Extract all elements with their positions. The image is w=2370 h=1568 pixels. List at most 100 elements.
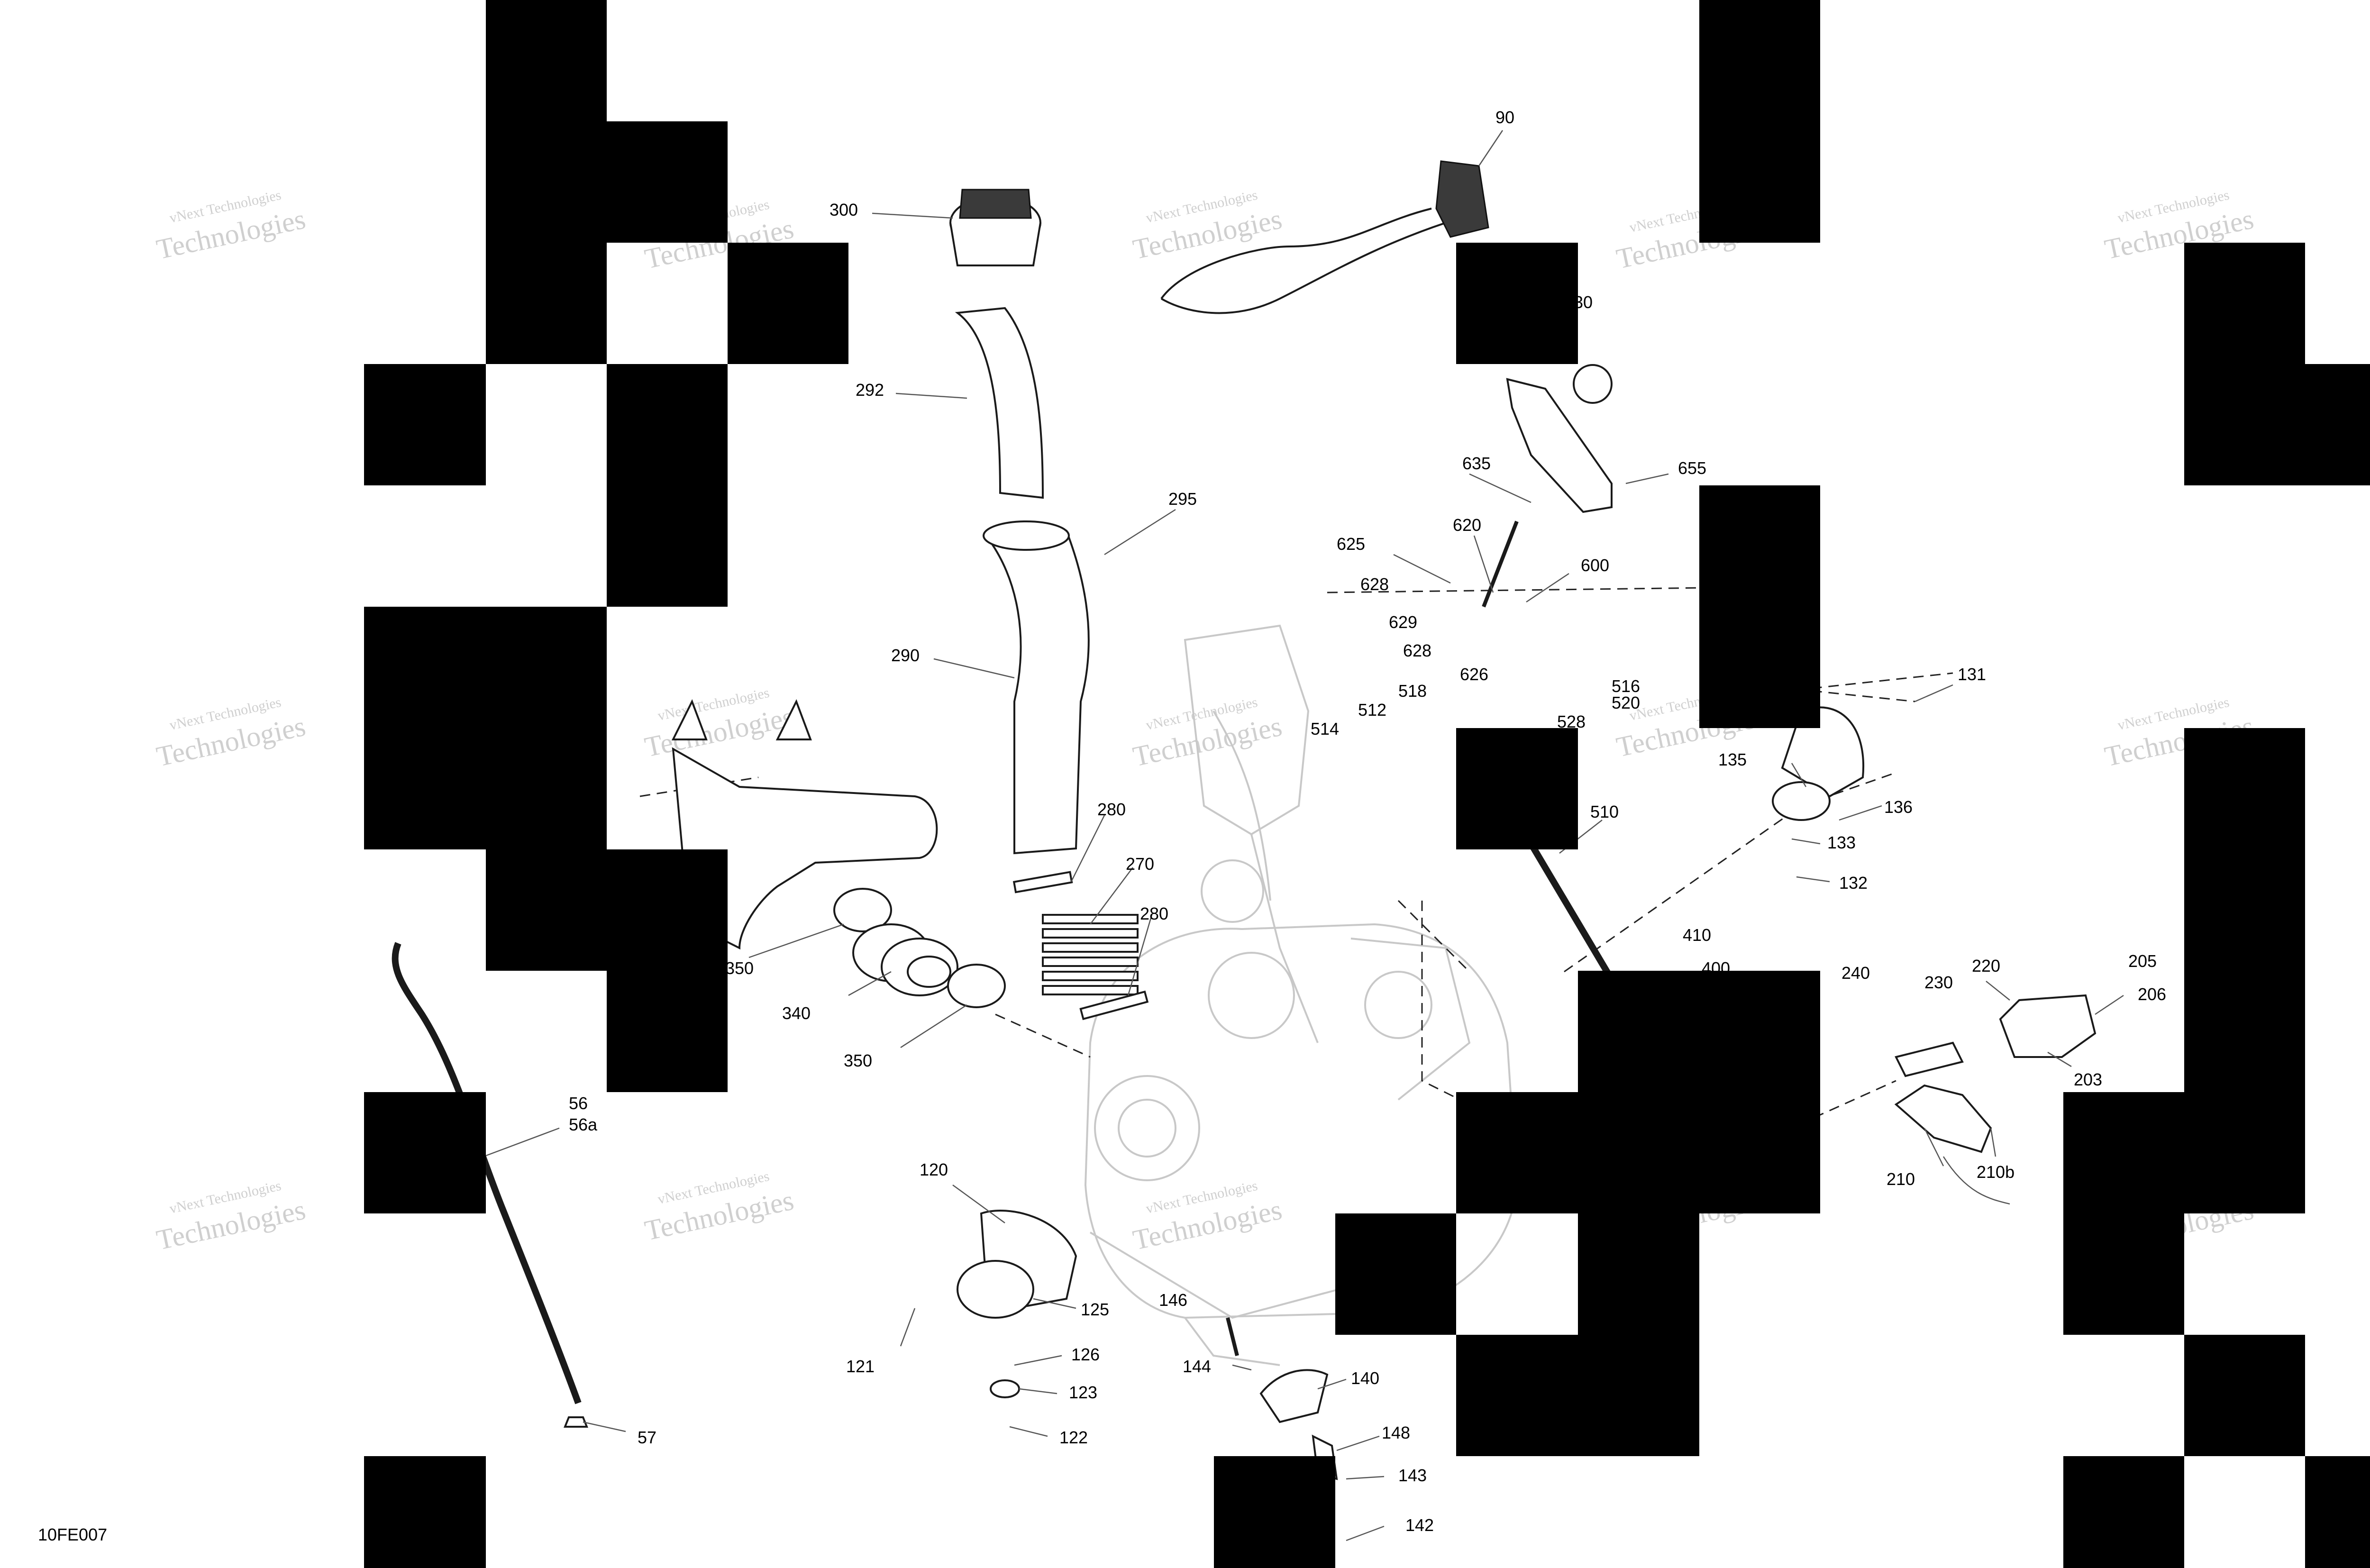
callout-290: 290 [891,646,920,665]
callout-205: 205 [2128,951,2157,971]
part-270-tube-bundle [1042,914,1139,995]
callout-240: 240 [1841,963,1870,983]
redaction-block [1456,1335,1578,1456]
part-123-washer [990,1379,1020,1398]
callout-140: 140 [1351,1368,1379,1388]
watermark: vNext Technologies Technologies [642,1168,796,1247]
callout-625: 625 [1337,534,1365,554]
callout-520: 520 [1612,693,1640,712]
watermark: vNext Technologies Technologies [1130,694,1285,773]
part-140-bracket [1259,1369,1329,1423]
redaction-block [364,364,486,485]
watermark: vNext Technologies Technologies [154,187,308,265]
callout-270: 270 [1126,854,1154,874]
callout-132: 132 [1839,873,1868,893]
part-57-plug [564,1416,588,1428]
redaction-block [1456,728,1578,849]
callout-120: 120 [920,1160,948,1179]
redaction-block [2063,1092,2184,1335]
callout-122: 122 [1059,1428,1088,1447]
callout-57: 57 [638,1428,656,1447]
part-203-bracket [1999,994,2097,1058]
callout-123: 123 [1069,1383,1097,1402]
part-340-coupler [852,923,958,996]
part-pedal-assembly [1506,378,1613,513]
watermark: vNext Technologies Technologies [642,685,796,763]
redaction-block [1699,0,1820,243]
redaction-block [364,1092,486,1213]
part-350-clamp-lower [947,964,1006,1008]
callout-628: 628 [1360,574,1389,594]
callout-510: 510 [1590,802,1619,821]
part-280-tube [1012,871,1073,893]
redaction-block [2305,364,2370,485]
redaction-block [364,1456,486,1568]
redaction-block [2305,1456,2370,1568]
callouts: 90 300 292 295 290 280 270 280 350 340 3… [38,108,2166,1544]
callout-280b: 280 [1140,904,1168,923]
callout-206: 206 [2138,985,2166,1004]
callout-148: 148 [1382,1423,1410,1442]
callout-230: 230 [1924,973,1953,992]
part-290-intake-duct [984,529,1090,855]
redaction-block [2184,728,2305,1213]
callout-144: 144 [1183,1357,1211,1376]
redaction-block [1578,971,1820,1213]
callout-146: 146 [1159,1290,1187,1310]
redaction-block [607,971,728,1092]
callout-655: 655 [1678,458,1706,478]
redaction-blocks [364,0,2370,1568]
callout-90: 90 [1495,108,1514,127]
part-630-knob [1573,364,1613,404]
redaction-block [1456,1092,1578,1213]
figure-code: 10FE007 [38,1525,107,1544]
callout-410: 410 [1683,925,1711,945]
redaction-block [2184,1335,2305,1456]
callout-210b: 210b [1977,1162,2014,1182]
redaction-block [607,364,728,607]
part-510-shaft [1528,842,1624,997]
watermark: vNext Technologies Technologies [154,1178,308,1256]
redaction-block [486,849,728,971]
callout-635: 635 [1462,454,1491,473]
callout-626: 626 [1460,665,1488,684]
callout-628b: 628 [1403,641,1431,660]
callout-131: 131 [1958,665,1986,684]
callout-280: 280 [1097,800,1126,819]
callout-56a: 56a [569,1115,598,1134]
part-300-filter-cap [949,189,1041,266]
redaction-block [364,607,607,849]
callout-126: 126 [1071,1345,1100,1364]
part-airbox [672,747,938,950]
callout-121: 121 [846,1357,875,1376]
redaction-block [728,243,848,364]
callout-300: 300 [830,200,858,219]
callout-142: 142 [1405,1515,1434,1535]
part-90-harness [1160,208,1446,314]
callout-340: 340 [782,1003,811,1023]
callout-350: 350 [725,958,754,978]
callout-350b: 350 [844,1051,872,1070]
callout-125: 125 [1081,1300,1109,1319]
part-292-tube [955,307,1044,499]
callout-133: 133 [1827,833,1856,852]
part-230-plate [1895,1041,1964,1077]
part-125-plate [957,1260,1034,1319]
callout-629: 629 [1389,612,1417,632]
watermark: vNext Technologies Technologies [1130,1178,1285,1256]
redaction-block [1214,1456,1335,1568]
callout-143: 143 [1398,1466,1427,1485]
part-350-clamp-upper [833,888,892,932]
callout-56: 56 [569,1094,588,1113]
redaction-block [2063,1456,2184,1568]
callout-136: 136 [1884,797,1913,817]
redaction-block [486,0,607,364]
watermark: vNext Technologies Technologies [1130,187,1285,265]
redaction-block [607,121,728,243]
redaction-block [1335,1213,1456,1335]
part-135-plate [1772,781,1831,821]
callout-516: 516 [1612,676,1640,696]
part-210-bracket [1894,1084,1992,1153]
callout-514: 514 [1311,719,1339,738]
